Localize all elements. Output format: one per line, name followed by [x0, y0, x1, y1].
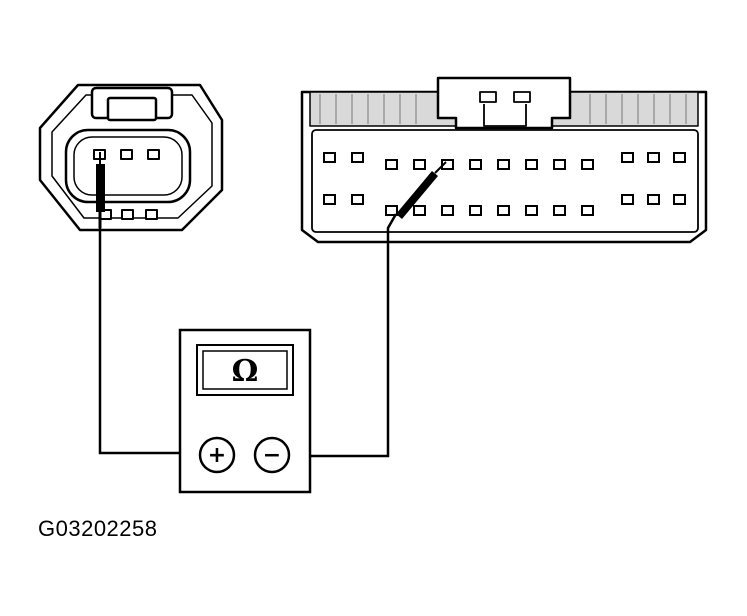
meter-display [202, 350, 288, 390]
negative-terminal [253, 436, 291, 474]
negative-test-lead [288, 161, 447, 458]
positive-test-lead [96, 152, 182, 455]
figure-id-label: G03202258 [38, 516, 158, 541]
positive-terminal [198, 436, 236, 474]
sensor-connector [38, 83, 224, 232]
negative-terminal-label: − [263, 443, 281, 468]
module-connector-terminals [323, 152, 686, 216]
ohmmeter: Ω + − [178, 328, 312, 494]
ohm-symbol: Ω [232, 354, 259, 389]
positive-terminal-label: + [208, 443, 226, 468]
